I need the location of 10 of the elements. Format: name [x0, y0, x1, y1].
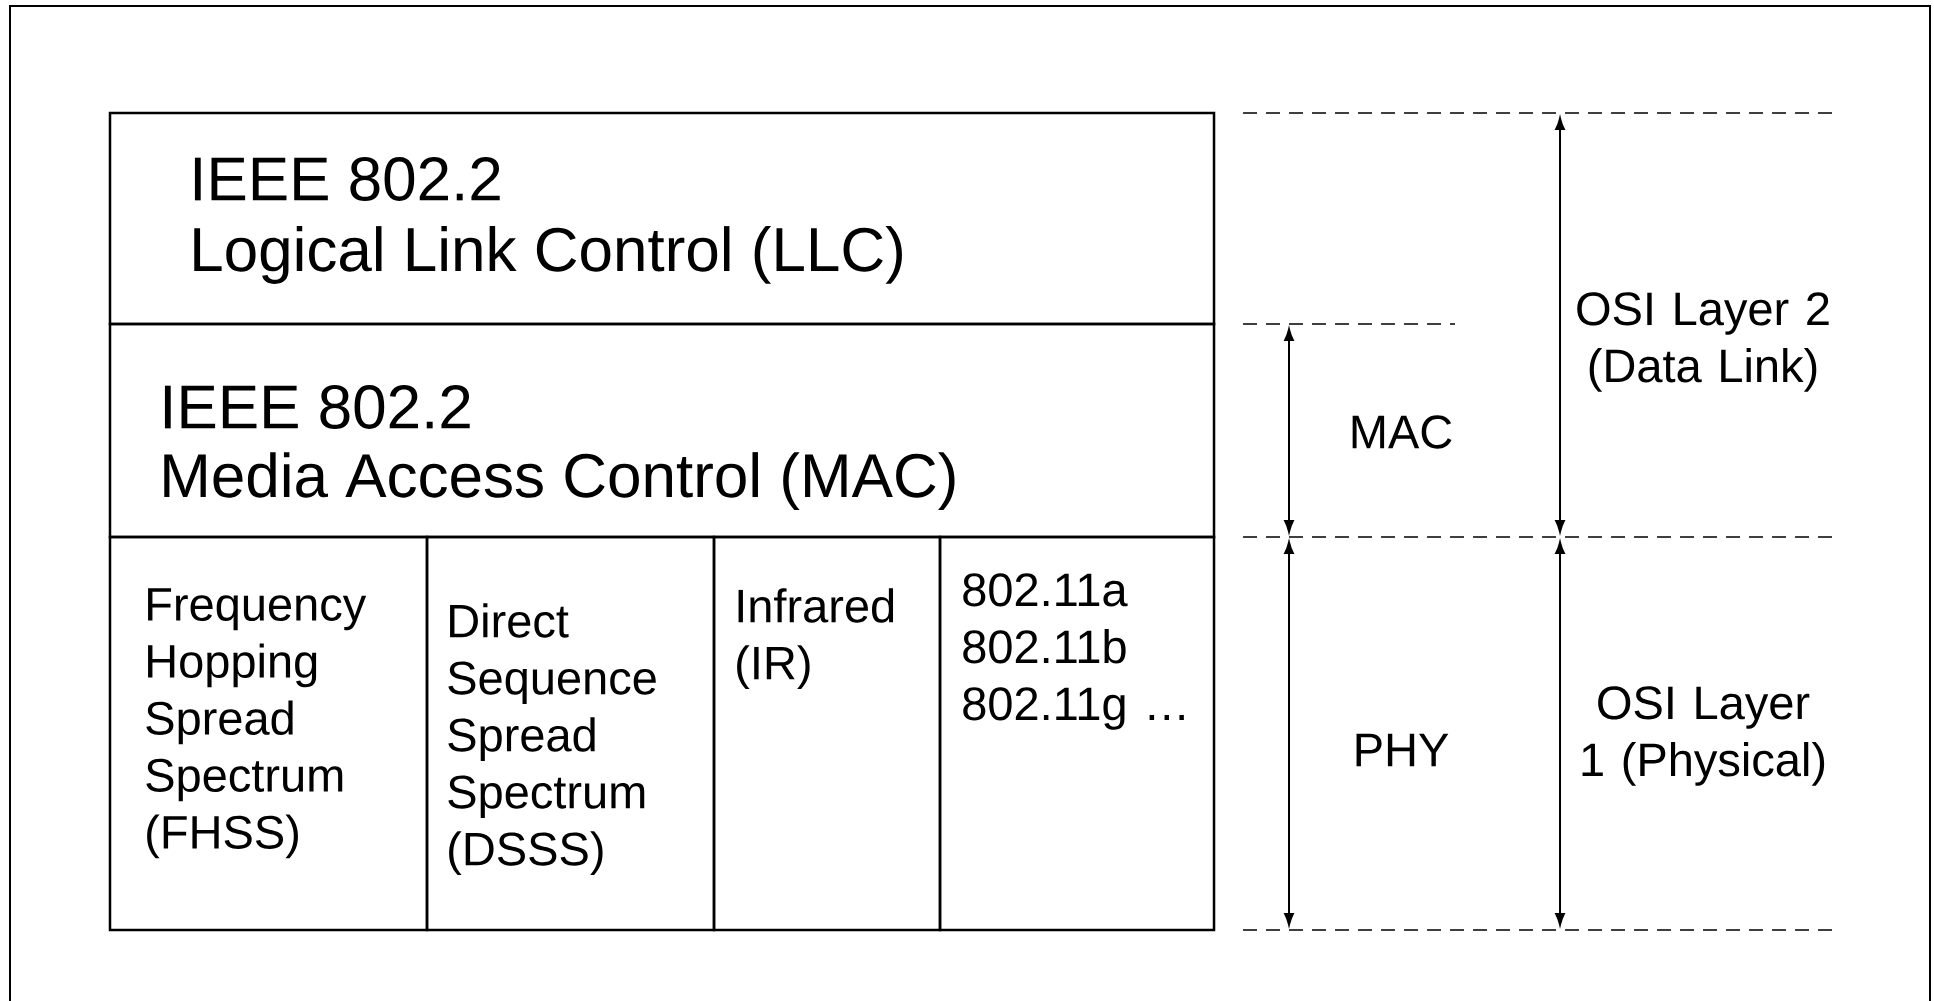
phy-cell: Direct Sequence Spread Spectrum (DSSS)	[425, 535, 716, 932]
layer-label: OSI Layer 1 (Physical)	[1582, 686, 1825, 786]
layer-box: IEEE 802.2 Logical Link Control (LLC)	[108, 111, 1216, 326]
phy-cell: Infrared (IR)	[712, 535, 942, 932]
layer-label: MAC	[1352, 415, 1452, 449]
phy-cell: 802.11a 802.11b 802.11g …	[938, 535, 1216, 932]
phy-cell: Frequency Hopping Spread Spectrum (FHSS)	[108, 535, 429, 932]
layer-box: IEEE 802.2 Media Access Control (MAC)	[108, 322, 1216, 539]
layer-label: OSI Layer 2 (Data Link)	[1577, 292, 1829, 392]
layer-label: PHY	[1356, 733, 1449, 767]
